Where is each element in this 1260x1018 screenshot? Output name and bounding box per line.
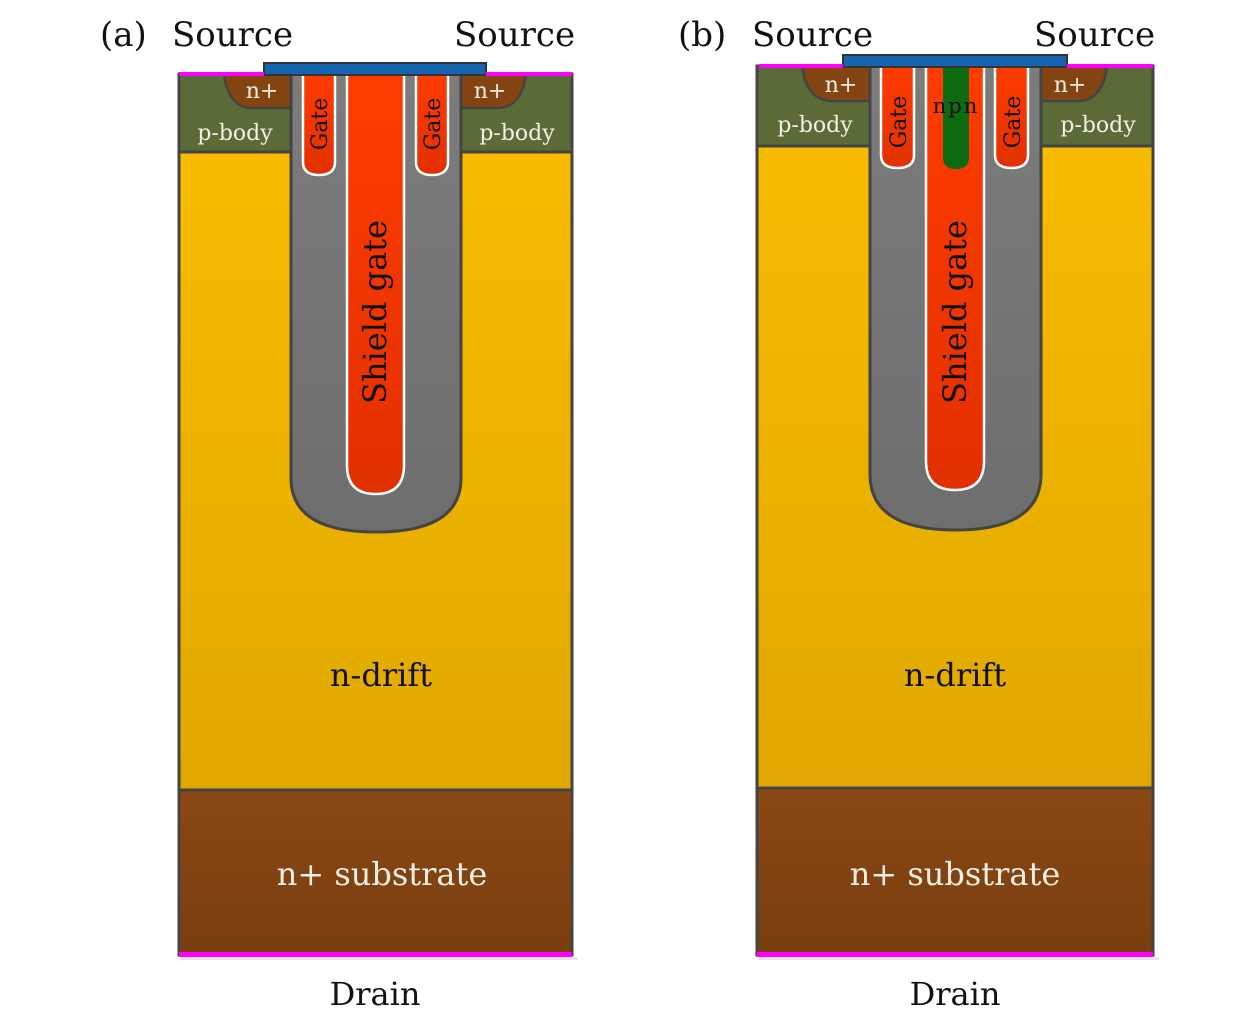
source-electrode	[842, 54, 1068, 68]
source-electrode	[263, 62, 487, 76]
panel-label-b: (b)	[678, 15, 726, 55]
n-plus-left-region	[222, 72, 294, 110]
source-contact-right	[1067, 64, 1153, 68]
source-contact-right	[486, 72, 572, 76]
drain-contact-shadow	[759, 957, 1159, 960]
source-label-right: Source	[1034, 15, 1155, 55]
drain-contact	[179, 952, 572, 957]
npn-region	[943, 66, 969, 169]
gate-left-poly	[879, 64, 916, 170]
shield-gate-label: Shield gate	[936, 220, 974, 404]
gate-label-right: Gate	[421, 98, 446, 151]
drain-contact	[757, 952, 1153, 957]
n-plus-label-left: n+	[246, 79, 279, 104]
panel-b: (b) Source Source n+ n+ p-body p-body Ga…	[678, 15, 1159, 1013]
p-body-label-right: p-body	[479, 121, 555, 146]
n-plus-label-left: n+	[825, 73, 858, 98]
p-body-label-left: p-body	[197, 121, 273, 146]
gate-label-left: Gate	[887, 96, 912, 149]
p-body-label-right: p-body	[1060, 113, 1136, 138]
gate-right-poly	[993, 64, 1030, 170]
source-label-left: Source	[752, 15, 873, 55]
gate-left-poly	[301, 72, 337, 177]
source-label-left: Source	[172, 15, 293, 55]
p-body-label-left: p-body	[777, 113, 853, 138]
n-plus-label-right: n+	[1054, 73, 1087, 98]
shield-gate-poly	[924, 64, 986, 492]
shield-gate-poly	[345, 72, 406, 496]
source-contact-left	[759, 64, 843, 68]
source-label-right: Source	[454, 15, 575, 55]
shield-gate-label: Shield gate	[356, 220, 394, 404]
gate-label-right: Gate	[1001, 96, 1026, 149]
n-plus-label-right: n+	[474, 79, 507, 104]
n-plus-substrate-region	[755, 786, 1155, 957]
panel-a: (a) Source Source n+ n+ p-body p-body Ga…	[100, 15, 578, 1013]
n-drift-label: n-drift	[330, 656, 432, 694]
n-drift-label: n-drift	[904, 656, 1006, 694]
npn-label: npn	[933, 94, 980, 118]
drain-label: Drain	[330, 975, 421, 1013]
gate-right-poly	[414, 72, 450, 177]
panel-label-a: (a)	[100, 15, 147, 55]
n-plus-substrate-region	[177, 788, 574, 957]
drain-contact-shadow	[181, 957, 578, 960]
gate-label-left: Gate	[308, 98, 333, 151]
substrate-label: n+ substrate	[850, 855, 1061, 893]
substrate-label: n+ substrate	[277, 855, 488, 893]
n-plus-left-region	[800, 64, 873, 103]
source-contact-left	[179, 72, 264, 76]
drain-label: Drain	[910, 975, 1001, 1013]
